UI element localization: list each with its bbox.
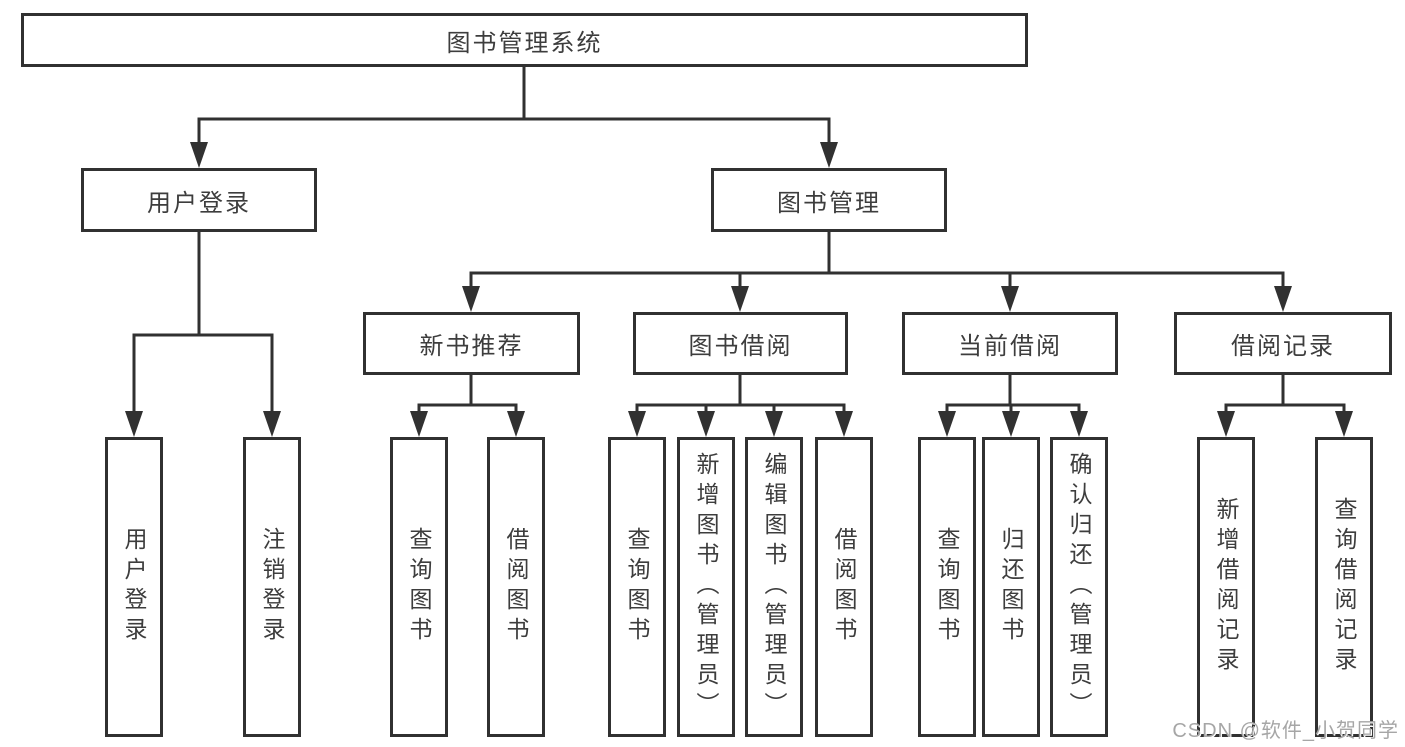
arrowhead-icon [1274,286,1292,312]
watermark: CSDN @软件_小贺同学 [1172,720,1399,742]
arrowhead-icon [410,411,428,437]
node-book-management-label: 图书管理 [777,189,881,217]
arrowhead-icon [628,411,646,437]
arrowhead-icon [263,411,281,437]
leaf-add-book-admin: 新增图书（管理员） [677,437,735,737]
arrowhead-icon [1217,411,1235,437]
node-borrowing-records-label: 借阅记录 [1231,333,1335,360]
arrowhead-icon [697,411,715,437]
node-user-login-label: 用户登录 [147,189,251,217]
arrowhead-icon [1335,411,1353,437]
leaf-confirm-return-admin-label: 确认归还（管理员） [1066,452,1092,722]
node-current-borrowing: 当前借阅 [902,312,1118,375]
arrowhead-icon [765,411,783,437]
leaf-user-login-label: 用户登录 [121,527,147,647]
leaf-query-books-1-label: 查询图书 [406,527,432,647]
arrowhead-icon [190,142,208,168]
leaf-edit-book-admin: 编辑图书（管理员） [745,437,803,737]
leaf-logout: 注销登录 [243,437,301,737]
arrowhead-icon [820,142,838,168]
leaf-query-books-3-label: 查询图书 [934,527,960,647]
arrowhead-icon [731,286,749,312]
leaf-confirm-return-admin: 确认归还（管理员） [1050,437,1108,737]
leaf-user-login: 用户登录 [105,437,163,737]
leaf-return-books-label: 归还图书 [998,527,1024,647]
leaf-borrow-books-2: 借阅图书 [815,437,873,737]
leaf-edit-book-admin-label: 编辑图书（管理员） [761,452,787,722]
arrowhead-icon [1001,286,1019,312]
node-current-borrowing-label: 当前借阅 [958,333,1062,360]
leaf-query-books-2-label: 查询图书 [624,527,650,647]
leaf-add-book-admin-label: 新增图书（管理员） [693,452,719,722]
arrowhead-icon [1070,411,1088,437]
node-book-management: 图书管理 [711,168,947,232]
node-book-borrowing: 图书借阅 [633,312,848,375]
leaf-query-books-2: 查询图书 [608,437,666,737]
arrowhead-icon [938,411,956,437]
arrowhead-icon [462,286,480,312]
leaf-query-borrow-record-label: 查询借阅记录 [1331,497,1357,677]
node-book-borrowing-label: 图书借阅 [688,333,793,360]
arrowhead-icon [835,411,853,437]
leaf-borrow-books-1: 借阅图书 [487,437,545,737]
node-borrowing-records: 借阅记录 [1174,312,1392,375]
leaf-query-books-1: 查询图书 [390,437,448,737]
node-root-label: 图书管理系统 [446,29,603,57]
node-new-book-recommendation: 新书推荐 [363,312,580,375]
leaf-add-borrow-record-label: 新增借阅记录 [1213,497,1239,677]
arrowhead-icon [125,411,143,437]
arrowhead-icon [1002,411,1020,437]
leaf-add-borrow-record: 新增借阅记录 [1197,437,1255,737]
leaf-borrow-books-2-label: 借阅图书 [831,527,857,647]
leaf-logout-label: 注销登录 [259,527,285,647]
leaf-query-books-3: 查询图书 [918,437,976,737]
node-new-book-recommendation-label: 新书推荐 [419,333,524,360]
leaf-query-borrow-record: 查询借阅记录 [1315,437,1373,737]
node-user-login: 用户登录 [81,168,317,232]
arrowhead-icon [507,411,525,437]
leaf-borrow-books-1-label: 借阅图书 [503,527,529,647]
node-root: 图书管理系统 [21,13,1028,67]
leaf-return-books: 归还图书 [982,437,1040,737]
